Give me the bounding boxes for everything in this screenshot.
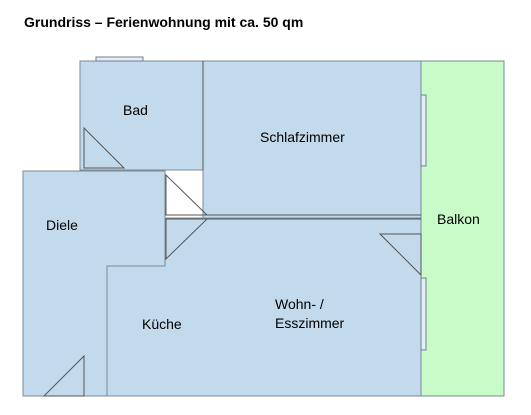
window-wohnzimmer	[420, 277, 427, 351]
label-balkon: Balkon	[437, 211, 480, 227]
room-diele	[22, 170, 166, 397]
label-schlafzimmer: Schlafzimmer	[260, 129, 345, 145]
door-bad	[83, 126, 126, 169]
plan-title: Grundriss – Ferienwohnung mit ca. 50 qm	[24, 14, 304, 30]
room-schlafzimmer	[202, 60, 422, 219]
label-wohnzimmer-line1: Wohn- /	[275, 296, 324, 312]
label-bad: Bad	[123, 102, 148, 118]
door-kueche	[165, 218, 209, 261]
label-kueche: Küche	[142, 316, 182, 332]
balcony-area	[420, 60, 505, 397]
label-diele: Diele	[46, 217, 78, 233]
window-schlafzimmer	[420, 94, 427, 167]
door-wohnzimmer	[378, 233, 422, 277]
label-wohnzimmer-line2: Esszimmer	[275, 315, 345, 331]
door-schlafzimmer	[165, 173, 209, 216]
window-bad	[95, 56, 144, 62]
door-entrance	[42, 354, 85, 397]
